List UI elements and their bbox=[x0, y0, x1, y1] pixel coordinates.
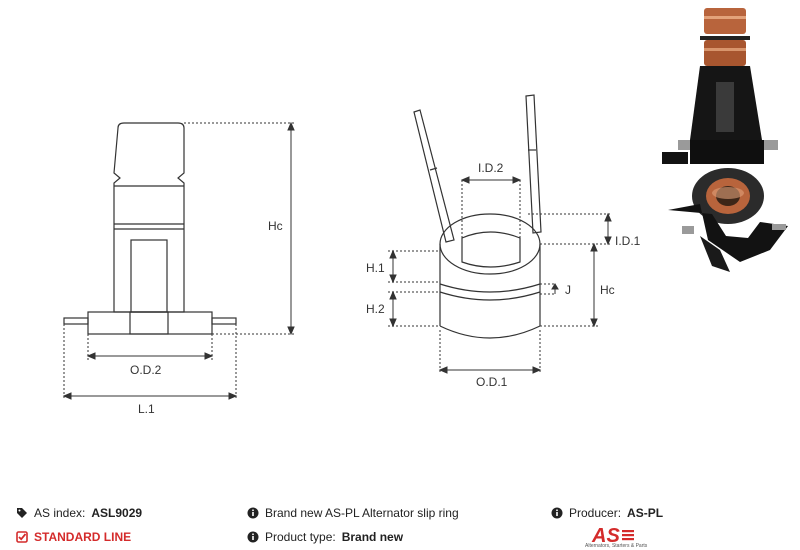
dim-label-od1: O.D.1 bbox=[476, 375, 508, 389]
as-index-value: ASL9029 bbox=[91, 506, 143, 520]
product-type-label: Product type: bbox=[265, 530, 336, 544]
producer-value: AS-PL bbox=[627, 506, 664, 520]
product-photo-side bbox=[662, 0, 800, 170]
checkbox-icon bbox=[16, 531, 28, 543]
info-icon bbox=[247, 531, 259, 543]
center-view-dimensions bbox=[388, 180, 612, 374]
producer-label: Producer: bbox=[569, 506, 622, 520]
info-icon bbox=[247, 507, 259, 519]
as-pl-logo: AS bbox=[591, 525, 634, 547]
dim-label-l1: L.1 bbox=[138, 402, 155, 416]
left-terminal bbox=[63, 317, 89, 325]
product-photo-angle bbox=[668, 168, 788, 272]
dim-label-j: J bbox=[565, 283, 571, 297]
lead-wire-left bbox=[413, 109, 455, 243]
dim-label-hc-center: Hc bbox=[600, 283, 615, 297]
dim-label-h1: H.1 bbox=[366, 261, 385, 275]
left-view bbox=[63, 122, 237, 335]
product-type-value: Brand new bbox=[341, 530, 404, 544]
as-index-label: AS index: bbox=[34, 506, 86, 520]
product-type: Product type: Brand new bbox=[247, 530, 403, 544]
ring-bottom-edge bbox=[439, 325, 541, 339]
dim-label-h2: H.2 bbox=[366, 302, 385, 316]
technical-drawing: Hc O.D.2 L.1 bbox=[62, 0, 800, 416]
lead-slot bbox=[130, 239, 168, 313]
tag-icon bbox=[17, 508, 27, 518]
left-view-dimensions bbox=[63, 122, 296, 400]
svg-text:AS: AS bbox=[591, 525, 620, 547]
footer: AS index: ASL9029 STANDARD LINE Brand ne… bbox=[0, 500, 800, 550]
as-index: AS index: ASL9029 bbox=[16, 506, 142, 520]
lead-wire-right bbox=[525, 94, 542, 234]
dim-label-od2: O.D.2 bbox=[130, 363, 162, 377]
right-terminal bbox=[211, 317, 237, 325]
dim-label-id1: I.D.1 bbox=[615, 234, 641, 248]
base-flange bbox=[87, 311, 213, 335]
description-text: Brand new AS-PL Alternator slip ring bbox=[265, 506, 459, 520]
cylinder-body bbox=[113, 122, 185, 313]
dim-label-hc-left: Hc bbox=[268, 219, 283, 233]
ring-top-ellipse bbox=[439, 213, 541, 275]
center-view bbox=[413, 94, 542, 339]
producer: Producer: AS-PL bbox=[551, 506, 663, 520]
logo-tagline: Alternators, Starters & Parts bbox=[585, 543, 648, 549]
info-icon bbox=[551, 507, 563, 519]
standard-line: STANDARD LINE bbox=[16, 530, 131, 544]
description: Brand new AS-PL Alternator slip ring bbox=[247, 506, 459, 520]
dim-label-id2: I.D.2 bbox=[478, 161, 504, 175]
standard-line-label: STANDARD LINE bbox=[34, 530, 132, 544]
